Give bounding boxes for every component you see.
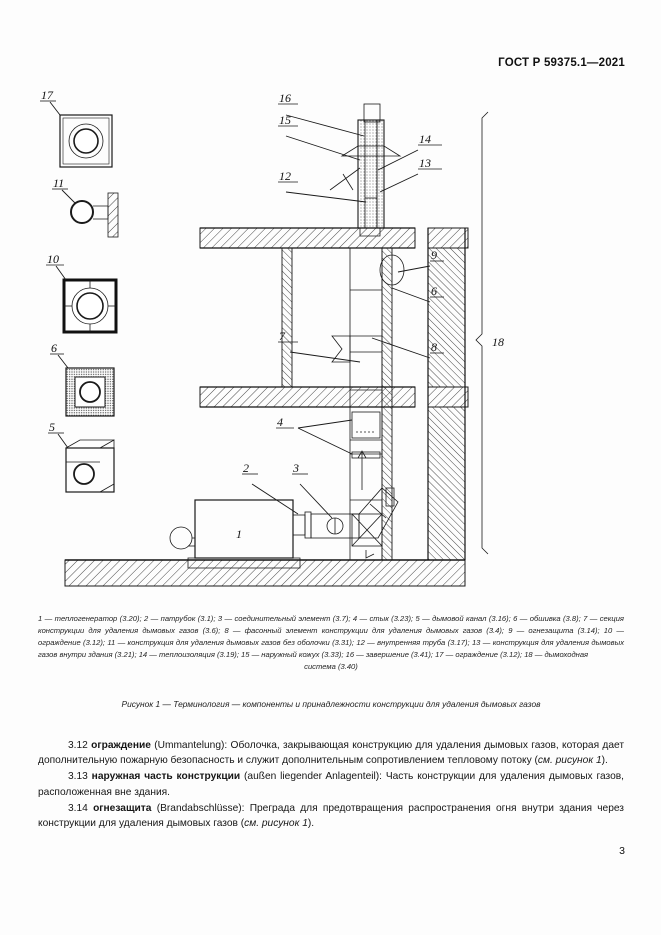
inner-flue-duct bbox=[349, 247, 383, 561]
clause-3-13: 3.13 наружная часть конструкции (außen l… bbox=[38, 769, 624, 800]
clause-ref-312: см. рисунок 1 bbox=[537, 755, 602, 767]
legend-line-2: (3.16); 6 — обшивка (3.8); 7 — секция ко… bbox=[38, 614, 624, 636]
legend-line-4: газов без оболочки (3.31); 12 — внутренн… bbox=[38, 638, 624, 660]
cleaning-door bbox=[351, 513, 383, 559]
joint-detail-4 bbox=[351, 411, 381, 459]
detail-5: 5 bbox=[48, 420, 115, 493]
clause-number-313: 3.13 bbox=[68, 771, 88, 783]
callout-2: 2 bbox=[243, 461, 249, 475]
callout-12: 12 bbox=[279, 169, 291, 183]
clause-3-12: 3.12 ограждение (Ummantelung): Оболочка,… bbox=[38, 738, 624, 769]
detail-10: 10 bbox=[46, 252, 118, 334]
inner-tube-pointer bbox=[329, 167, 361, 191]
callout-7: 7 bbox=[279, 329, 286, 343]
callout-6-left: 6 bbox=[51, 341, 57, 355]
detail-17: 17 bbox=[40, 90, 113, 168]
ground-slab bbox=[64, 559, 466, 587]
callout-1: 1 bbox=[236, 527, 242, 541]
firestop-9 bbox=[379, 254, 405, 286]
clause-number-314: 3.14 bbox=[68, 802, 88, 814]
building-wall bbox=[427, 228, 466, 561]
shaped-element-8 bbox=[331, 335, 367, 490]
connecting-element-3 bbox=[310, 487, 399, 539]
callout-8: 8 bbox=[431, 340, 437, 354]
chimney-stack bbox=[340, 103, 402, 237]
callout-5: 5 bbox=[49, 420, 55, 434]
detail-6-left: 6 bbox=[50, 341, 115, 417]
clause-term-312: ограждение bbox=[91, 740, 151, 751]
callout-10: 10 bbox=[47, 252, 59, 266]
callout-17: 17 bbox=[41, 90, 54, 102]
clause-3-14: 3.14 огнезащита (Brandabschlüsse): Прегр… bbox=[38, 801, 624, 832]
standard-number-header: ГОСТ Р 59375.1—2021 bbox=[498, 57, 625, 69]
page-number: 3 bbox=[619, 845, 625, 857]
clause-text-312: (Ummantelung): Оболочка, закрывающая кон… bbox=[38, 740, 624, 767]
detail-11: 11 bbox=[52, 176, 119, 238]
callout-9: 9 bbox=[431, 248, 437, 262]
clause-ref-314: см. рисунок 1 bbox=[244, 818, 308, 830]
floor-slab-lower bbox=[199, 386, 469, 408]
callout-4: 4 bbox=[277, 415, 283, 429]
clause-term-313: наружная часть конструкции bbox=[91, 771, 241, 783]
callout-14: 14 bbox=[419, 132, 431, 146]
callout-6-right: 6 bbox=[431, 284, 437, 298]
figure-svg: 17 11 10 bbox=[40, 90, 504, 587]
clause-number-312: 3.12 bbox=[68, 740, 88, 751]
callout-11: 11 bbox=[53, 176, 64, 190]
legend-line-1: 1 — теплогенератор (3.20); 2 — патрубок … bbox=[38, 614, 487, 623]
figure-caption: Рисунок 1 — Терминология — компоненты и … bbox=[121, 699, 541, 709]
clause-term-314: огнезащита bbox=[93, 802, 152, 814]
callout-3: 3 bbox=[292, 461, 299, 475]
clause-tail-312: ). bbox=[601, 755, 608, 767]
clause-text-313: (außen liegender Anlagenteil): Часть кон… bbox=[38, 771, 624, 798]
legend-line-6: система (3.40) bbox=[304, 662, 358, 672]
callout-15: 15 bbox=[279, 113, 291, 127]
callout-group: 16 15 12 14 13 9 bbox=[242, 91, 504, 555]
callout-18: 18 bbox=[492, 335, 504, 349]
clause-text-314: (Brandabschlüsse): Преграда для предотвр… bbox=[38, 802, 624, 830]
figure-legend: 1 — теплогенератор (3.20); 2 — патрубок … bbox=[38, 613, 624, 673]
technical-figure: 17 11 10 bbox=[30, 90, 630, 600]
body-text: 3.12 ограждение (Ummantelung): Оболочка,… bbox=[38, 738, 624, 832]
legend-line-5: 14 — теплоизоляция (3.19); 15 — наружный… bbox=[138, 650, 589, 660]
floor-slab-upper bbox=[199, 227, 469, 249]
clause-tail-314: ). bbox=[307, 818, 315, 830]
nozzle-2 bbox=[292, 511, 312, 539]
legend-line-3: для удаления дымовых газов (3.4); 9 — ог… bbox=[38, 626, 624, 648]
chimney-casing bbox=[281, 247, 393, 561]
wall-vent bbox=[385, 487, 395, 507]
callout-13: 13 bbox=[419, 156, 431, 170]
heat-generator-1: 1 bbox=[169, 499, 301, 569]
callout-16: 16 bbox=[279, 91, 291, 105]
